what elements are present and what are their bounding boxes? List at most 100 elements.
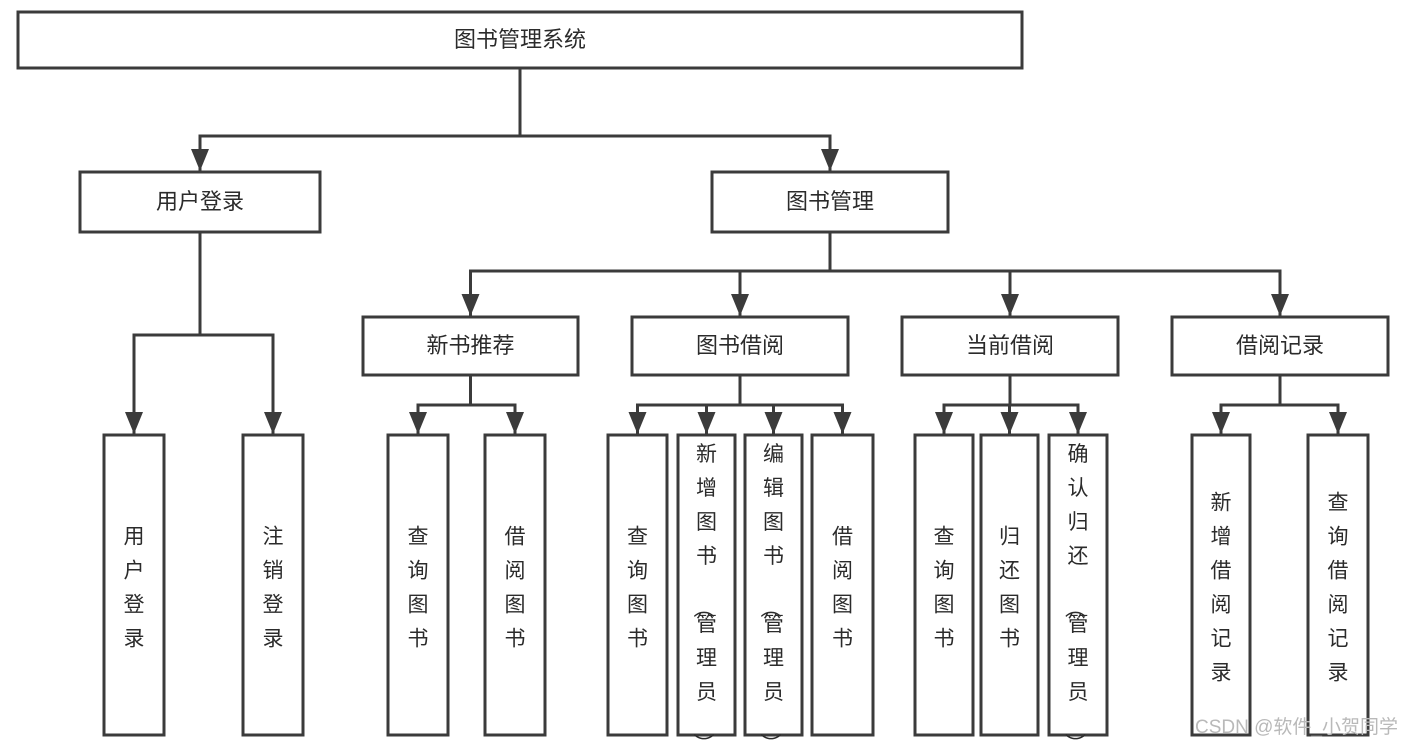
node-label-char: 记 [1328, 628, 1349, 651]
node-box-book-manage[interactable] [710, 170, 950, 234]
node-label-char: 图 [999, 594, 1020, 617]
node-box-leaf-query-book-2[interactable] [606, 433, 669, 737]
node-label-leaf-query-borrow-record: 查询借阅记录 [1328, 492, 1349, 685]
node-label-char: 阅 [832, 560, 853, 583]
node-box-leaf-query-book-3[interactable] [913, 433, 975, 737]
edge-group-book-borrow [628, 373, 852, 436]
node-label-char: 登 [263, 594, 284, 617]
edge-group-user-login [125, 230, 282, 436]
arrow-head-icon [697, 412, 716, 434]
node-label-borrow-record: 借阅记录 [1236, 333, 1324, 358]
node-leaf-query-book-1[interactable]: 查询图书 [386, 433, 450, 737]
node-label-char: 编 [763, 443, 784, 466]
arrow-head-icon [1000, 412, 1019, 434]
node-label-char: 书 [696, 545, 717, 568]
node-leaf-query-borrow-record[interactable]: 查询借阅记录 [1306, 433, 1370, 737]
node-label-char: 还 [1068, 545, 1089, 568]
node-box-borrow-record[interactable] [1170, 315, 1390, 377]
node-label-char: 归 [999, 526, 1020, 549]
node-label-leaf-return-book: 归还图书 [999, 526, 1020, 651]
node-label-char: 管 [696, 613, 717, 636]
node-label-leaf-borrow-book-1: 借阅图书 [505, 526, 526, 651]
node-label-char: （ [758, 597, 781, 618]
node-new-book-recommend[interactable]: 新书推荐 [361, 315, 580, 377]
node-box-book-borrow[interactable] [630, 315, 850, 377]
node-label-char: 查 [408, 526, 429, 549]
node-book-manage[interactable]: 图书管理 [710, 170, 950, 234]
node-box-leaf-borrow-book-2[interactable] [810, 433, 875, 737]
node-box-leaf-return-book[interactable] [979, 433, 1040, 737]
node-label-char: 阅 [505, 560, 526, 583]
node-label-leaf-user-login: 用户登录 [124, 526, 145, 651]
arrow-head-icon [506, 412, 524, 434]
node-box-leaf-edit-book-admin[interactable] [743, 433, 804, 737]
node-leaf-user-login[interactable]: 用户登录 [102, 433, 166, 737]
node-label-char: 借 [1328, 560, 1349, 583]
node-box-leaf-query-borrow-record[interactable] [1306, 433, 1370, 737]
node-root[interactable]: 图书管理系统 [16, 10, 1024, 70]
arrow-head-icon [731, 294, 749, 316]
node-leaf-borrow-book-2[interactable]: 借阅图书 [810, 433, 875, 737]
node-leaf-query-book-3[interactable]: 查询图书 [913, 433, 975, 737]
node-label-char: 借 [1211, 560, 1232, 583]
node-leaf-borrow-book-1[interactable]: 借阅图书 [483, 433, 547, 737]
node-label-char: 借 [505, 526, 526, 549]
node-leaf-edit-book-admin[interactable]: 编辑图书（管理员） [743, 433, 804, 747]
node-label-char: 书 [627, 628, 648, 651]
arrow-head-icon [628, 412, 647, 434]
node-box-leaf-confirm-return-admin[interactable] [1047, 433, 1109, 737]
node-leaf-query-book-2[interactable]: 查询图书 [606, 433, 669, 737]
node-leaf-confirm-return-admin[interactable]: 确认归还（管理员） [1047, 433, 1109, 747]
node-leaf-add-book-admin[interactable]: 新增图书（管理员） [676, 433, 737, 747]
node-label-leaf-add-book-admin: 新增图书（管理员） [691, 443, 717, 747]
node-box-leaf-borrow-book-1[interactable] [483, 433, 547, 737]
arrow-head-icon [935, 412, 953, 434]
node-label-char: 查 [1328, 492, 1349, 515]
node-box-leaf-query-book-1[interactable] [386, 433, 450, 737]
node-label-current-borrow: 当前借阅 [966, 333, 1054, 358]
arrow-head-icon [833, 412, 852, 434]
node-label-leaf-add-borrow-record: 新增借阅记录 [1211, 492, 1232, 685]
node-box-leaf-user-login[interactable] [102, 433, 166, 737]
node-label-char: 图 [505, 594, 526, 617]
node-box-leaf-user-logout[interactable] [241, 433, 305, 737]
node-book-borrow[interactable]: 图书借阅 [630, 315, 850, 377]
nodes-layer: 图书管理系统用户登录图书管理新书推荐图书借阅当前借阅借阅记录用户登录注销登录查询… [16, 10, 1390, 747]
node-label-char: 员 [1068, 681, 1089, 704]
node-label-book-borrow: 图书借阅 [696, 333, 784, 358]
node-box-root[interactable] [16, 10, 1024, 70]
node-label-char: 图 [696, 511, 717, 534]
node-label-char: 录 [1211, 662, 1232, 685]
node-box-current-borrow[interactable] [900, 315, 1120, 377]
node-label-char: 录 [263, 628, 284, 651]
node-label-char: 查 [627, 526, 648, 549]
node-box-leaf-add-borrow-record[interactable] [1190, 433, 1252, 737]
edges-layer [125, 66, 1347, 436]
node-label-char: 用 [124, 526, 145, 549]
node-label-char: 理 [763, 647, 784, 670]
node-leaf-return-book[interactable]: 归还图书 [979, 433, 1040, 737]
node-box-user-login[interactable] [78, 170, 322, 234]
node-label-book-manage: 图书管理 [786, 189, 874, 214]
node-label-leaf-query-book-1: 查询图书 [408, 526, 429, 651]
arrow-head-icon [461, 294, 480, 316]
node-label-char: 阅 [1211, 594, 1232, 617]
node-user-login[interactable]: 用户登录 [78, 170, 322, 234]
arrow-head-icon [764, 412, 783, 434]
node-label-char: 辑 [763, 477, 784, 500]
node-leaf-add-borrow-record[interactable]: 新增借阅记录 [1190, 433, 1252, 737]
node-box-new-book-recommend[interactable] [361, 315, 580, 377]
node-box-leaf-add-book-admin[interactable] [676, 433, 737, 737]
node-label-char: 理 [696, 647, 717, 670]
node-label-char: （ [691, 597, 714, 618]
node-label-char: 图 [408, 594, 429, 617]
node-borrow-record[interactable]: 借阅记录 [1170, 315, 1390, 377]
arrow-head-icon [1001, 294, 1019, 316]
arrow-head-icon [1212, 412, 1230, 434]
edge-group-borrow-record [1212, 373, 1347, 436]
node-label-char: 书 [763, 545, 784, 568]
node-label-char: 新 [1211, 492, 1232, 515]
node-current-borrow[interactable]: 当前借阅 [900, 315, 1120, 377]
node-leaf-user-logout[interactable]: 注销登录 [241, 433, 305, 737]
node-label-char: 书 [408, 628, 429, 651]
